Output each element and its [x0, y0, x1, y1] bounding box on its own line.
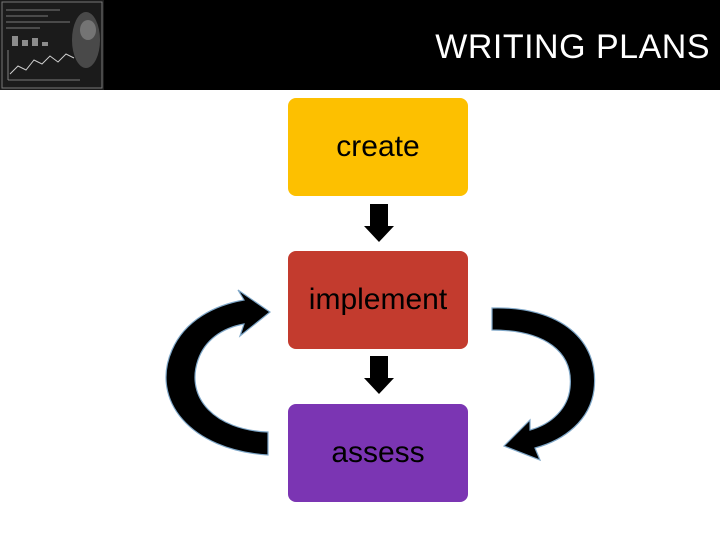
down-arrow-icon [364, 356, 394, 394]
step-assess-label: assess [331, 436, 424, 470]
step-implement-label: implement [309, 283, 447, 317]
step-create-label: create [336, 130, 419, 164]
cycle-arrow-right-icon [492, 308, 595, 460]
step-implement-box: implement [288, 251, 468, 349]
cycle-arrow-left-icon [166, 290, 270, 455]
down-arrow-icon [364, 204, 394, 242]
step-create-box: create [288, 98, 468, 196]
step-assess-box: assess [288, 404, 468, 502]
